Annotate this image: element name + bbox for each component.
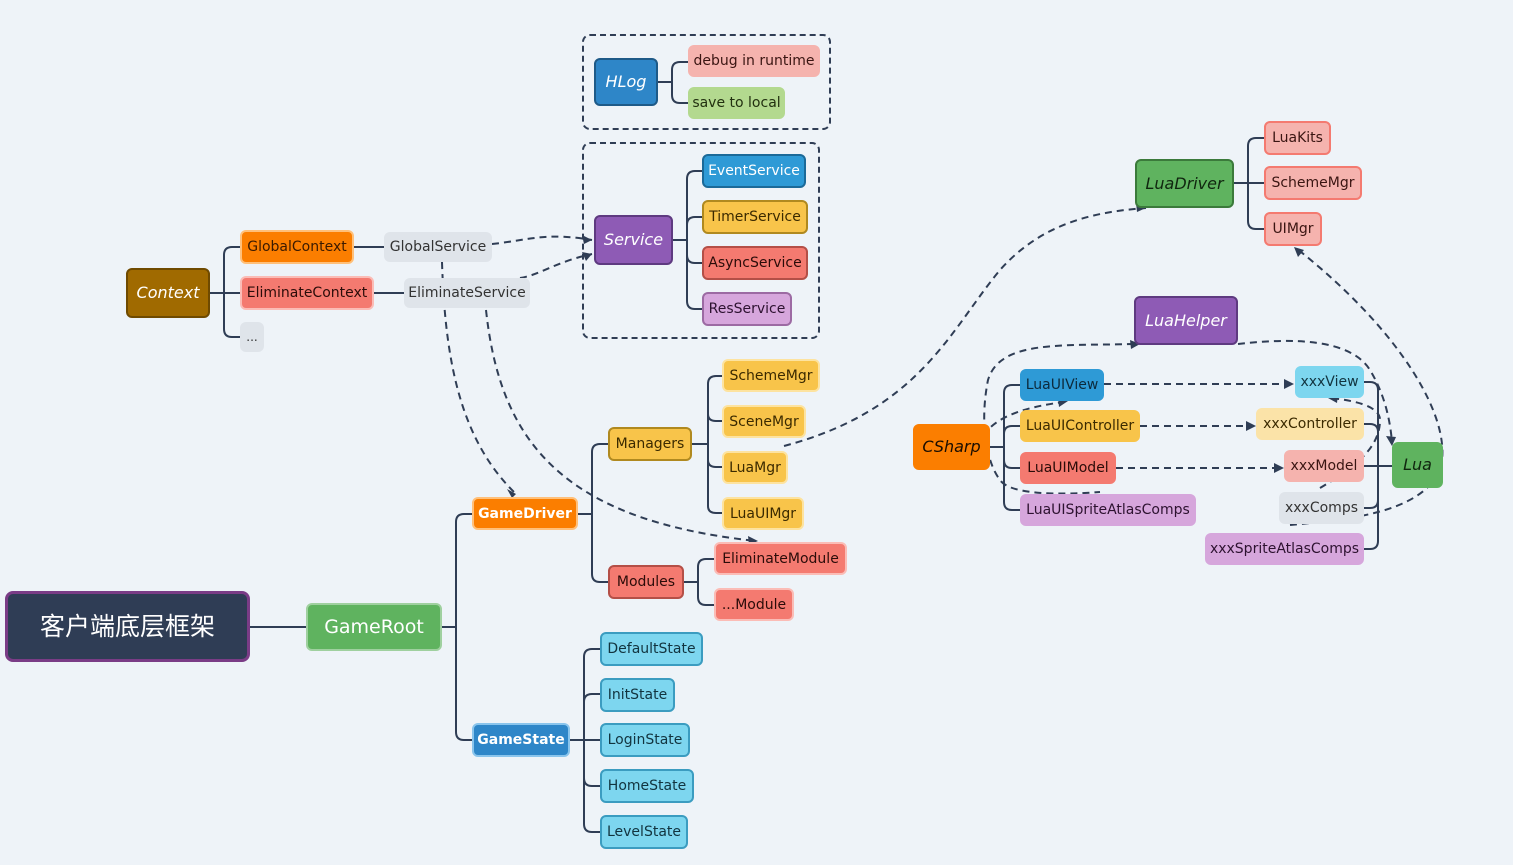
lua-item-xxx-model[interactable]: xxxModel: [1284, 450, 1364, 482]
lua-helper-node[interactable]: LuaHelper: [1134, 296, 1238, 345]
global-context-node[interactable]: GlobalContext: [240, 230, 354, 264]
csharp-item-lua-ui-model[interactable]: LuaUIModel: [1020, 452, 1116, 484]
game-state-node[interactable]: GameState: [472, 723, 570, 757]
state-item-login[interactable]: LoginState: [600, 723, 690, 757]
module-item-eliminate[interactable]: EliminateModule: [714, 542, 847, 575]
service-group-box: [582, 142, 820, 339]
hlog-item-save[interactable]: save to local: [688, 87, 785, 119]
lua-item-xxx-view[interactable]: xxxView: [1295, 366, 1364, 398]
csharp-item-lua-ui-sprite-atlas[interactable]: LuaUISpriteAtlasComps: [1020, 494, 1196, 526]
manager-item-lua-mgr[interactable]: LuaMgr: [722, 451, 788, 484]
module-item-more[interactable]: ...Module: [714, 588, 794, 621]
state-item-init[interactable]: InitState: [600, 678, 675, 712]
root-topic[interactable]: 客户端底层框架: [5, 591, 250, 662]
hlog-group-box: [582, 34, 831, 130]
csharp-item-lua-ui-view[interactable]: LuaUIView: [1020, 369, 1104, 401]
service-item-event[interactable]: EventService: [702, 154, 806, 188]
service-item-async[interactable]: AsyncService: [702, 246, 808, 280]
game-driver-node[interactable]: GameDriver: [472, 497, 578, 530]
service-node[interactable]: Service: [594, 215, 673, 265]
hlog-item-debug[interactable]: debug in runtime: [688, 45, 820, 77]
lua-item-xxx-comps[interactable]: xxxComps: [1279, 492, 1364, 524]
lua-item-xxx-controller[interactable]: xxxController: [1256, 408, 1364, 440]
context-node[interactable]: Context: [126, 268, 210, 318]
global-service-node[interactable]: GlobalService: [384, 232, 492, 262]
service-item-res[interactable]: ResService: [702, 292, 792, 326]
manager-item-scene-mgr[interactable]: SceneMgr: [722, 405, 806, 438]
eliminate-context-node[interactable]: EliminateContext: [240, 276, 374, 310]
hlog-node[interactable]: HLog: [594, 58, 658, 106]
context-more-node[interactable]: ...: [240, 322, 264, 352]
manager-item-scheme-mgr[interactable]: SchemeMgr: [722, 359, 820, 392]
game-root-node[interactable]: GameRoot: [306, 603, 442, 651]
eliminate-service-node[interactable]: EliminateService: [404, 278, 530, 308]
service-item-timer[interactable]: TimerService: [702, 200, 808, 234]
state-item-home[interactable]: HomeState: [600, 769, 694, 803]
lua-driver-item-ui-mgr[interactable]: UIMgr: [1264, 212, 1322, 246]
lua-driver-node[interactable]: LuaDriver: [1135, 159, 1234, 208]
state-item-default[interactable]: DefaultState: [600, 632, 703, 666]
lua-driver-item-luakits[interactable]: LuaKits: [1264, 121, 1331, 155]
state-item-level[interactable]: LevelState: [600, 815, 688, 849]
lua-driver-item-scheme-mgr[interactable]: SchemeMgr: [1264, 166, 1362, 200]
lua-node[interactable]: Lua: [1392, 442, 1443, 488]
modules-node[interactable]: Modules: [608, 565, 684, 599]
manager-item-lua-ui-mgr[interactable]: LuaUIMgr: [722, 497, 804, 530]
lua-item-xxx-sprite-atlas[interactable]: xxxSpriteAtlasComps: [1205, 533, 1364, 565]
csharp-node[interactable]: CSharp: [913, 424, 990, 470]
csharp-item-lua-ui-controller[interactable]: LuaUIController: [1020, 410, 1140, 442]
managers-node[interactable]: Managers: [608, 427, 692, 461]
